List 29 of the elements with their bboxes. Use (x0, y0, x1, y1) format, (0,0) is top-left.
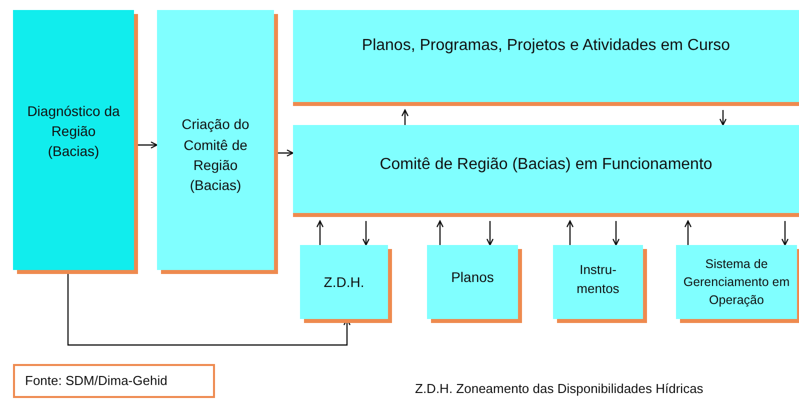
arrow (486, 221, 494, 246)
arrow (612, 221, 620, 246)
process-band (293, 10, 799, 106)
arrow (436, 220, 444, 245)
node-text: Criação do Comitê de Região (Bacias) (180, 115, 250, 196)
process-box (300, 245, 388, 319)
arrow (719, 110, 727, 126)
arrow (362, 221, 370, 246)
node-text: Instru- mentos (576, 261, 620, 298)
process-band (293, 125, 799, 217)
arrow (401, 109, 409, 125)
arrow (781, 221, 789, 246)
process-box (427, 245, 518, 319)
arrow (566, 220, 574, 245)
node-text: Comitê de Região (Bacias) em Funcionamento (380, 155, 712, 176)
node-text: Planos, Programas, Projetos e Atividades em Curso (362, 36, 730, 56)
footnote: Z.D.H. Zoneamento das Disponibilidades Hídricas (415, 381, 704, 396)
process-box (13, 10, 134, 270)
source-box (13, 364, 215, 398)
node-text: Sistema de Gerenciamento em Operação (682, 256, 791, 310)
process-box (157, 10, 274, 270)
node-text: Planos (451, 268, 494, 287)
node-text: Fonte: SDM/Dima-Gehid (25, 372, 168, 390)
node-text: Z.D.H. (324, 272, 364, 292)
node-text: Diagnóstico da Região (Bacias) (26, 102, 121, 162)
arrow (316, 220, 324, 245)
process-box (553, 245, 643, 319)
process-box (676, 245, 797, 319)
arrow (684, 220, 692, 245)
